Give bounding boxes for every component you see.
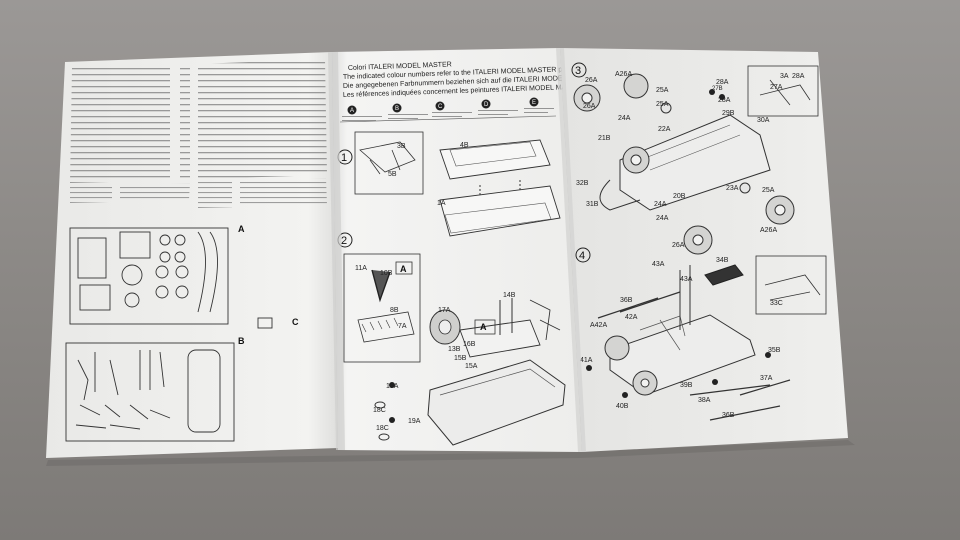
left-page: A C B bbox=[46, 52, 338, 458]
part-27b: 27B bbox=[712, 86, 723, 92]
part-8b: 8B bbox=[390, 307, 399, 314]
colour-code-c: C bbox=[438, 104, 443, 110]
part-25a-right: 25A bbox=[762, 187, 775, 194]
part-16b: 16B bbox=[463, 341, 476, 348]
step-4: 4 43A 43A 34B 36B 42A A42A 33C 41A 35B 3… bbox=[575, 247, 827, 421]
sprue-label-c: C bbox=[292, 317, 299, 327]
colour-code-a: A bbox=[350, 108, 354, 114]
part-26a-bottom: 26A bbox=[672, 242, 685, 249]
part-28a-top: 28A bbox=[716, 79, 729, 86]
part-39b: 39B bbox=[680, 382, 693, 389]
sprue-a-diagram bbox=[69, 227, 229, 325]
part-14b: 14B bbox=[503, 292, 516, 299]
part-18c-lower: 18C bbox=[376, 425, 389, 432]
part-26a-left: 26A bbox=[583, 103, 596, 110]
part-37a: 37A bbox=[760, 375, 773, 382]
step-number-1: 1 bbox=[341, 152, 347, 164]
part-19a-lower: 19A bbox=[408, 418, 421, 425]
part-24a-bottom: 24A bbox=[656, 215, 669, 222]
step2-inset-label: A bbox=[400, 264, 407, 274]
part-26a-front: 26A bbox=[585, 77, 598, 84]
part-a26a-right: A26A bbox=[760, 227, 777, 234]
part-19a-upper: 19A bbox=[386, 383, 399, 390]
colour-table: A B C D E bbox=[339, 97, 557, 123]
step-number-4: 4 bbox=[579, 250, 585, 262]
part-43a-right: 43A bbox=[680, 276, 693, 283]
part-31b: 31B bbox=[586, 201, 599, 208]
part-10b: 10B bbox=[380, 270, 393, 277]
part-5b: 5B bbox=[388, 171, 397, 178]
sprue-label-a: A bbox=[238, 224, 245, 234]
part-11a: 11A bbox=[355, 265, 367, 272]
part-35b: 35B bbox=[768, 347, 781, 354]
part-28a-mid: 28A bbox=[718, 97, 731, 104]
part-17a: 17A bbox=[438, 307, 451, 314]
colour-code-b: B bbox=[395, 106, 399, 112]
part-20b: 20B bbox=[673, 193, 686, 200]
step-1: 1 3B 5B 4B 1A bbox=[337, 131, 561, 237]
part-24a-lower: 24A bbox=[654, 201, 667, 208]
part-28a-inset: 28A bbox=[792, 73, 805, 80]
part-40b: 40B bbox=[616, 403, 629, 410]
part-25a-mid: 25A bbox=[656, 101, 669, 108]
part-22a: 22A bbox=[658, 126, 671, 133]
part-32b: 32B bbox=[576, 180, 589, 187]
part-36b-bottom: 36B bbox=[722, 412, 735, 419]
part-a42a: A42A bbox=[590, 322, 607, 329]
part-24a-left: 24A bbox=[618, 115, 631, 122]
part-23a: 23A bbox=[726, 185, 739, 192]
right-page: 3 26A A26A 25A 28A 2 bbox=[560, 48, 848, 452]
part-13b: 13B bbox=[448, 346, 461, 353]
part-7a: 7A bbox=[398, 323, 407, 330]
sprue-label-b: B bbox=[238, 336, 245, 346]
part-42a: 42A bbox=[625, 314, 638, 321]
part-1a: 1A bbox=[437, 200, 446, 207]
part-34b: 34B bbox=[716, 257, 729, 264]
part-41a: 41A bbox=[580, 357, 593, 364]
part-27a-inset: 27A bbox=[770, 84, 783, 91]
part-29b: 29B bbox=[722, 110, 735, 117]
part-3b: 3B bbox=[397, 143, 406, 150]
part-a26a-front: A26A bbox=[615, 71, 632, 78]
part-33c: 33C bbox=[770, 300, 783, 307]
part-38a: 38A bbox=[698, 397, 711, 404]
middle-page: Colori ITALERI MODEL MASTER The indicate… bbox=[332, 48, 597, 452]
sprue-b-diagram bbox=[65, 342, 235, 442]
part-30a: 30A bbox=[757, 117, 770, 124]
colour-code-d: D bbox=[484, 102, 489, 108]
step-2: 2 A A 11A 10B 8B 7A 17A 14B bbox=[337, 232, 566, 446]
step2-label-a: A bbox=[480, 322, 487, 332]
part-15a: 15A bbox=[465, 363, 478, 370]
step-3: 3 26A A26A 25A 28A 2 bbox=[571, 62, 819, 255]
part-36b-top: 36B bbox=[620, 297, 633, 304]
part-18c-upper: 18C bbox=[373, 407, 386, 414]
part-21b: 21B bbox=[598, 135, 611, 142]
part-15b: 15B bbox=[454, 355, 467, 362]
part-25a-top: 25A bbox=[656, 87, 669, 94]
part-43a-left: 43A bbox=[652, 261, 665, 268]
colour-code-e: E bbox=[532, 100, 536, 106]
header-line-1: Colori ITALERI MODEL MASTER bbox=[348, 61, 452, 72]
step-number-2: 2 bbox=[341, 235, 347, 247]
part-3a-inset: 3A bbox=[780, 73, 789, 80]
step-number-3: 3 bbox=[575, 65, 581, 77]
part-4b: 4B bbox=[460, 142, 469, 149]
